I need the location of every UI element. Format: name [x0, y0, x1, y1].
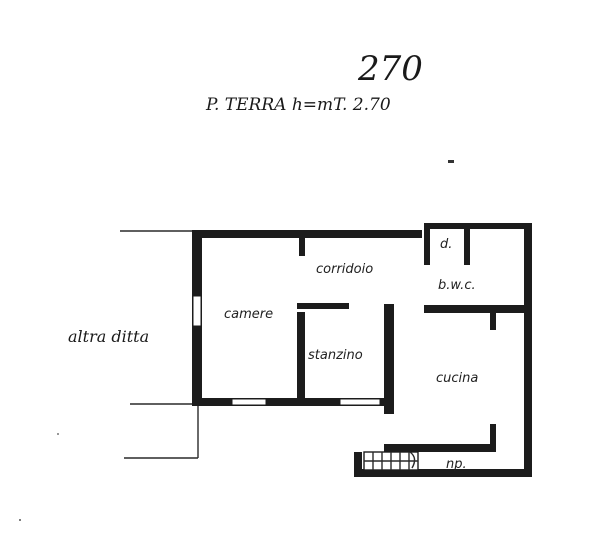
stair	[363, 451, 419, 471]
windows	[192, 295, 381, 406]
stray-mark	[448, 160, 454, 163]
room-label-np: np.	[446, 457, 467, 472]
speck	[19, 519, 21, 521]
adjacent-property-lines	[120, 230, 199, 459]
room-label-ripostiglio: d.	[440, 237, 452, 252]
room-label-camera: camere	[224, 307, 273, 322]
room-label-bagno: b.w.c.	[438, 278, 476, 293]
room-label-stanzino: stanzino	[308, 348, 363, 363]
room-label-corridoio: corridoio	[316, 262, 373, 277]
floor-title: P. TERRA h=mT. 2.70	[205, 95, 391, 115]
sheet-number: 270	[357, 49, 423, 89]
room-label-cucina: cucina	[436, 371, 478, 386]
adjacent-property-label: altra ditta	[68, 327, 149, 346]
speck	[57, 433, 59, 435]
